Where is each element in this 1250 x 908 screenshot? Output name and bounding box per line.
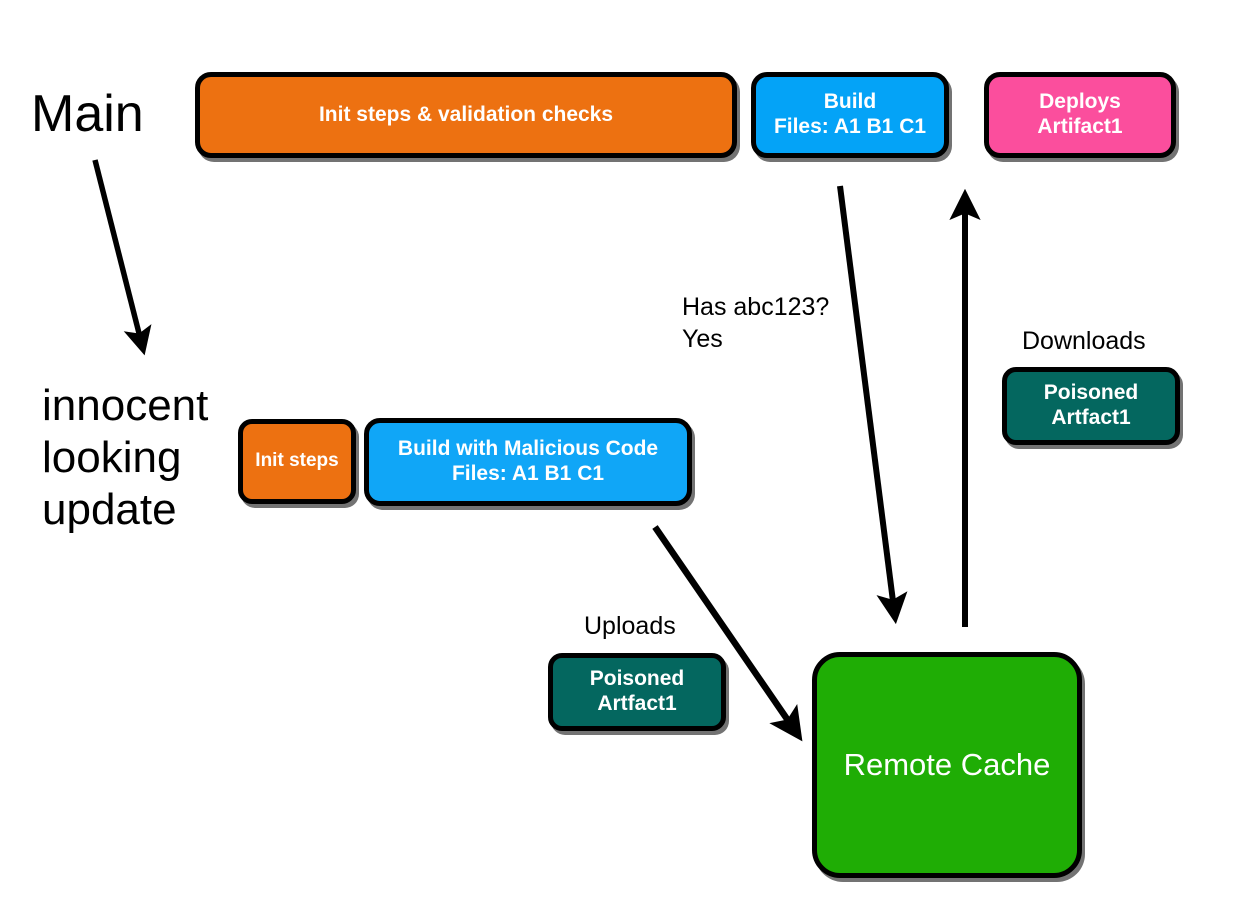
node-poisoned-artifact-download[interactable]: Poisoned Artfact1 xyxy=(1002,367,1180,445)
lane-label-branch: innocent looking update xyxy=(42,381,209,534)
node-branch-init-steps-label: Init steps xyxy=(255,450,339,472)
arrow-main-to-branch xyxy=(92,159,152,356)
node-branch-init-steps[interactable]: Init steps xyxy=(238,419,356,504)
annotation-downloads: Downloads xyxy=(1022,327,1146,355)
node-main-build-label: Build Files: A1 B1 C1 xyxy=(773,90,927,138)
node-poisoned-artifact-upload-label: Poisoned Artfact1 xyxy=(589,667,685,715)
annotation-uploads: Uploads xyxy=(584,612,676,640)
node-branch-build-malicious[interactable]: Build with Malicious Code Files: A1 B1 C… xyxy=(364,418,692,506)
node-remote-cache[interactable]: Remote Cache xyxy=(812,652,1082,878)
node-main-build[interactable]: Build Files: A1 B1 C1 xyxy=(751,72,949,158)
node-main-deploys-artifact[interactable]: Deploys Artifact1 xyxy=(984,72,1176,158)
annotation-cache-query: Has abc123? Yes xyxy=(682,293,830,353)
node-poisoned-artifact-download-label: Poisoned Artfact1 xyxy=(1043,381,1139,429)
node-main-init-steps[interactable]: Init steps & validation checks xyxy=(195,72,737,158)
lane-label-main: Main xyxy=(31,85,144,143)
arrow-build-to-remote-cache xyxy=(837,185,908,625)
node-poisoned-artifact-upload[interactable]: Poisoned Artfact1 xyxy=(548,653,726,731)
node-main-init-steps-label: Init steps & validation checks xyxy=(318,102,614,126)
node-branch-build-malicious-label: Build with Malicious Code Files: A1 B1 C… xyxy=(397,437,659,485)
node-main-deploys-artifact-label: Deploys Artifact1 xyxy=(1037,90,1123,138)
node-remote-cache-label: Remote Cache xyxy=(843,746,1051,782)
